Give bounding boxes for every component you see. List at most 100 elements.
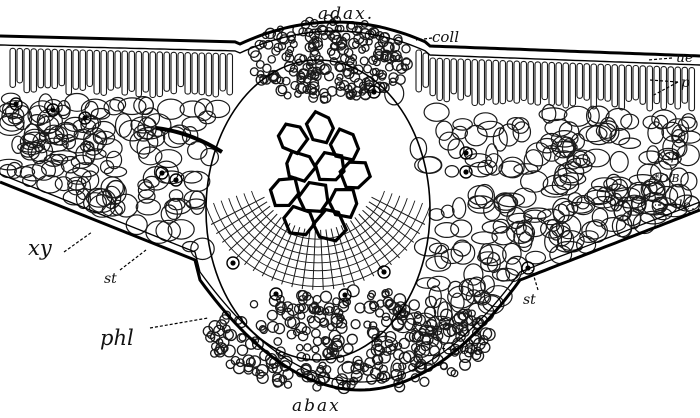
palisade-cell bbox=[535, 62, 541, 105]
palisade-cell bbox=[451, 59, 457, 94]
palisade-cell bbox=[45, 49, 51, 88]
upper-collenchyma-cell bbox=[320, 92, 330, 102]
stoma-right-label: st bbox=[523, 293, 536, 307]
mesophyll-cell bbox=[524, 150, 542, 173]
palisade-cell bbox=[591, 64, 597, 109]
mesophyll-cell bbox=[647, 146, 659, 163]
leader-xy bbox=[64, 232, 92, 252]
palisade-cell bbox=[458, 59, 464, 100]
leader-phl bbox=[150, 318, 208, 328]
palisade-cell bbox=[507, 61, 513, 101]
oil-body-core bbox=[463, 169, 468, 174]
lower-collenchyma-cell bbox=[342, 361, 354, 373]
lower-collenchyma-cell bbox=[250, 301, 257, 308]
lower-collenchyma-cell bbox=[274, 324, 284, 334]
xylem-vessel bbox=[287, 151, 316, 181]
mesophyll-cell bbox=[63, 190, 85, 205]
palisade-label: p bbox=[681, 76, 690, 90]
palisade-cell bbox=[157, 52, 163, 97]
palisade-cell bbox=[227, 54, 233, 95]
palisade-cell bbox=[549, 62, 555, 105]
palisade-cell bbox=[199, 53, 205, 95]
lower-collenchyma-cell bbox=[351, 320, 360, 329]
palisade-cell bbox=[185, 53, 191, 95]
oil-body-core bbox=[371, 89, 376, 94]
mesophyll-cell bbox=[445, 166, 458, 177]
mesophyll-cell bbox=[116, 114, 132, 138]
palisade-cell bbox=[500, 61, 506, 104]
lower-collenchyma-cell bbox=[343, 344, 353, 354]
adaxial-label: adax. bbox=[318, 6, 374, 23]
mesophyll-cell bbox=[410, 138, 426, 160]
collenchyma-top-label: coll bbox=[432, 30, 459, 45]
collenchyma-bottom-label: coll. bbox=[452, 342, 484, 357]
lower-collenchyma-cell bbox=[403, 351, 414, 362]
lower-collenchyma-cell bbox=[274, 338, 282, 346]
upper-collenchyma-cell bbox=[278, 85, 286, 93]
lower-collenchyma-cell bbox=[328, 324, 335, 331]
mesophyll-cell bbox=[453, 198, 466, 219]
palisade-cell bbox=[122, 51, 128, 95]
palisade-cell bbox=[178, 53, 184, 87]
abaxial-label: abax bbox=[292, 398, 341, 415]
palisade-cell bbox=[486, 60, 492, 100]
palisade-cell bbox=[598, 64, 604, 100]
palisade-cell bbox=[143, 52, 149, 93]
mesophyll-cell bbox=[579, 126, 607, 142]
palisade-cell bbox=[115, 51, 121, 88]
palisade-cell bbox=[164, 52, 170, 91]
lower-collenchyma-cell bbox=[268, 322, 279, 333]
upper-collenchyma-cell bbox=[251, 51, 261, 61]
mesophyll-cell bbox=[93, 121, 116, 138]
lower-collenchyma-cell bbox=[321, 291, 332, 302]
radial-vascular-rows bbox=[206, 191, 430, 290]
mesophyll-cell bbox=[619, 138, 641, 148]
upper-collenchyma-cell bbox=[250, 68, 258, 76]
palisade-cell bbox=[430, 58, 436, 96]
mesophyll-cell bbox=[501, 157, 524, 178]
mesophyll-cell bbox=[206, 100, 230, 117]
upper-epidermis-label: ue bbox=[676, 51, 693, 65]
lower-collenchyma-cell bbox=[304, 344, 311, 351]
oil-body-core bbox=[159, 170, 164, 175]
xylem-vessel bbox=[316, 153, 344, 180]
mesophyll-cell bbox=[621, 114, 639, 129]
stoma-left-label: st bbox=[104, 272, 117, 286]
palisade-cell bbox=[444, 59, 450, 102]
oil-body-core bbox=[82, 115, 87, 120]
palisade-cell bbox=[661, 67, 667, 110]
palisade-cell bbox=[220, 54, 226, 92]
palisade-cell bbox=[633, 66, 639, 100]
oil-body-core bbox=[463, 150, 468, 155]
upper-collenchyma-cell bbox=[268, 56, 275, 63]
palisade-cell bbox=[626, 65, 632, 101]
palisade-cell bbox=[423, 53, 429, 87]
palisade-cell bbox=[150, 52, 156, 98]
mesophyll-cell bbox=[582, 221, 606, 239]
oil-body-core bbox=[273, 291, 278, 296]
mesophyll-cell bbox=[526, 143, 551, 166]
mesophyll-cell bbox=[98, 139, 123, 158]
oil-body-core bbox=[173, 177, 178, 182]
mesophyll-cell bbox=[464, 264, 483, 285]
lower-collenchyma-cell bbox=[420, 377, 429, 386]
mesophyll-cell bbox=[472, 232, 498, 244]
upper-collenchyma-cell bbox=[360, 57, 368, 65]
palisade-cell bbox=[493, 60, 499, 104]
palisade-cell bbox=[577, 63, 583, 98]
palisade-cell bbox=[640, 66, 646, 105]
palisade-cell bbox=[514, 61, 520, 103]
lower-collenchyma-cell bbox=[285, 381, 292, 388]
lower-collenchyma-cell bbox=[313, 354, 321, 362]
upper-collenchyma-cell bbox=[402, 45, 410, 53]
mesophyll-cell bbox=[606, 108, 632, 130]
mesophyll-cell bbox=[156, 150, 182, 168]
lower-collenchyma-cell bbox=[237, 345, 247, 355]
palisade-cell bbox=[521, 61, 527, 100]
oil-body-core bbox=[230, 260, 235, 265]
palisade-cell bbox=[94, 50, 100, 94]
mesophyll-cell bbox=[195, 99, 213, 121]
lower-collenchyma-cell bbox=[379, 352, 390, 363]
leader-st-left bbox=[120, 250, 146, 270]
palisade-cell bbox=[10, 48, 16, 87]
